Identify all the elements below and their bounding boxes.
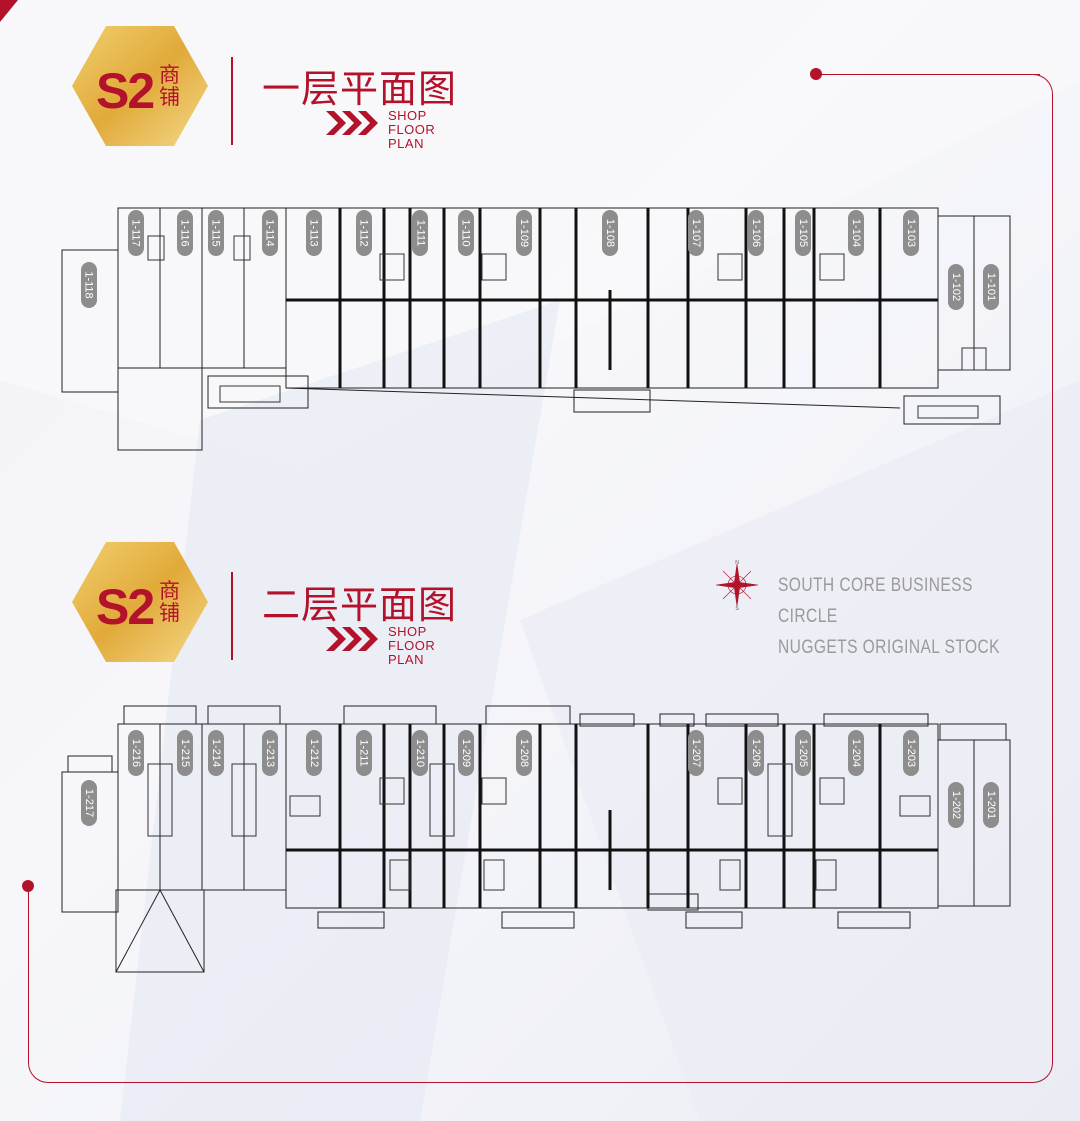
subtitle-line2: PLAN (388, 652, 424, 667)
tagline-line1: SOUTH CORE BUSINESS CIRCLE (778, 575, 973, 627)
unit-label[interactable]: 1-104 (848, 210, 864, 256)
compass-icon: N S (715, 560, 759, 610)
unit-label[interactable]: 1-117 (128, 210, 144, 256)
unit-label[interactable]: 1-216 (128, 730, 144, 776)
unit-label[interactable]: 1-106 (748, 210, 764, 256)
unit-label[interactable]: 1-204 (848, 730, 864, 776)
unit-label[interactable]: 1-202 (948, 782, 964, 828)
unit-label[interactable]: 1-217 (81, 780, 97, 826)
unit-label[interactable]: 1-114 (262, 210, 278, 256)
unit-label[interactable]: 1-109 (516, 210, 532, 256)
unit-label[interactable]: 1-207 (688, 730, 704, 776)
unit-label[interactable]: 1-211 (356, 730, 372, 776)
hexagon-badge-icon (72, 26, 208, 146)
tagline-line2: NUGGETS ORIGINAL STOCK (778, 637, 1000, 658)
frame-top-right-corner (1012, 74, 1053, 115)
subtitle-text: SHOP FLOOR PLAN (388, 109, 435, 151)
chevron-arrows-icon (326, 111, 378, 135)
badge-code: S2 (96, 63, 155, 119)
chevron-arrows-icon (326, 627, 378, 651)
unit-label[interactable]: 1-115 (208, 210, 224, 256)
unit-label[interactable]: 1-108 (602, 210, 618, 256)
subtitle-line2: PLAN (388, 136, 424, 151)
unit-label[interactable]: 1-116 (177, 210, 193, 256)
unit-label[interactable]: 1-209 (458, 730, 474, 776)
floor1-badge: S2 商铺 (72, 26, 208, 146)
unit-label[interactable]: 1-206 (748, 730, 764, 776)
frame-bottom-left-corner (28, 1060, 51, 1083)
unit-label[interactable]: 1-208 (516, 730, 532, 776)
tagline: SOUTH CORE BUSINESS CIRCLE NUGGETS ORIGI… (778, 570, 1026, 663)
unit-label[interactable]: 1-101 (983, 264, 999, 310)
unit-label[interactable]: 1-214 (208, 730, 224, 776)
unit-label[interactable]: 1-107 (688, 210, 704, 256)
frame-right-line (1052, 114, 1053, 1062)
unit-label[interactable]: 1-110 (458, 210, 474, 256)
unit-label[interactable]: 1-118 (81, 262, 97, 308)
floor1-plan (61, 207, 1011, 451)
subtitle-line1: SHOP FLOOR (388, 624, 436, 653)
hexagon-badge-icon (72, 542, 208, 662)
frame-bottom-line (50, 1082, 1013, 1083)
unit-label[interactable]: 1-103 (903, 210, 919, 256)
badge-chars: 商铺 (159, 63, 180, 109)
unit-label[interactable]: 1-210 (412, 730, 428, 776)
subtitle-text: SHOP FLOOR PLAN (388, 625, 435, 667)
floor2-title: 二层平面图 (262, 583, 458, 627)
compass-n: N (735, 560, 739, 566)
floor2-badge: S2 商铺 (72, 542, 208, 662)
unit-label[interactable]: 1-213 (262, 730, 278, 776)
floor1-title: 一层平面图 (262, 67, 458, 111)
unit-label[interactable]: 1-201 (983, 782, 999, 828)
unit-label[interactable]: 1-111 (412, 210, 428, 256)
unit-label[interactable]: 1-112 (356, 210, 372, 256)
unit-label[interactable]: 1-203 (903, 730, 919, 776)
frame-dot-top (810, 68, 822, 80)
header-separator (231, 572, 233, 660)
frame-bottom-right-corner (1012, 1042, 1053, 1083)
unit-label[interactable]: 1-113 (306, 210, 322, 256)
badge-code: S2 (96, 579, 155, 635)
unit-label[interactable]: 1-212 (306, 730, 322, 776)
header-separator (231, 57, 233, 145)
frame-top-line (816, 74, 1040, 75)
floor2-plan (61, 705, 1011, 973)
badge-chars: 商铺 (159, 579, 180, 625)
unit-label[interactable]: 1-215 (177, 730, 193, 776)
unit-label[interactable]: 1-105 (795, 210, 811, 256)
compass-s: S (735, 606, 739, 610)
unit-label[interactable]: 1-102 (948, 264, 964, 310)
unit-label[interactable]: 1-205 (795, 730, 811, 776)
subtitle-line1: SHOP FLOOR (388, 108, 436, 137)
frame-left-line (28, 888, 29, 1060)
frame-dot-left (22, 880, 34, 892)
